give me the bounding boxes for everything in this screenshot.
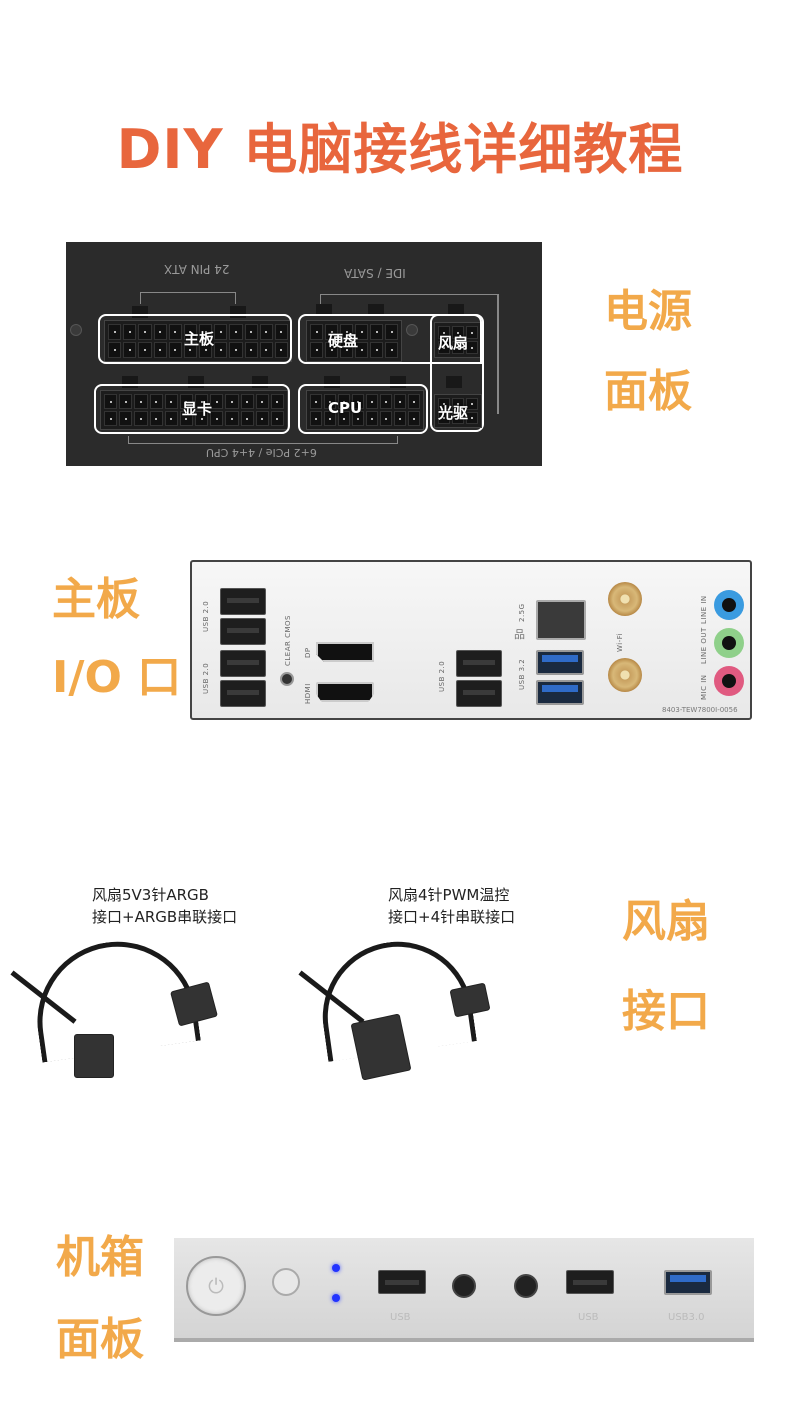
pwm-cable-image bbox=[298, 930, 520, 1081]
mainboard-group-outline bbox=[98, 314, 292, 364]
power-led bbox=[332, 1264, 340, 1272]
argb-caption-line1: 风扇5V3针ARGB bbox=[92, 886, 209, 904]
mainboard-label: 主板 bbox=[184, 330, 215, 348]
serial-number: 8403-TEW7800I-0056 bbox=[662, 706, 738, 714]
psu-panel-image: 24 PIN ATX IDE / SATA 主板 风扇 硬盘 显卡 bbox=[66, 242, 542, 466]
atx-bracket bbox=[140, 292, 236, 304]
hdmi-port bbox=[316, 682, 374, 702]
io-side-label-2: I/O 口 bbox=[52, 652, 182, 703]
case-side-label-1: 机箱 bbox=[56, 1232, 144, 1283]
psu-side-label-1: 电源 bbox=[604, 286, 692, 337]
usb2-port bbox=[220, 650, 266, 677]
hdmi-label: HDMI bbox=[304, 683, 312, 704]
case-usb-label: USB bbox=[578, 1312, 599, 1323]
odd-label: 光驱 bbox=[438, 404, 469, 422]
line-in-jack bbox=[714, 590, 744, 620]
line-out-jack bbox=[714, 628, 744, 658]
page-title: DIY 电脑接线详细教程 bbox=[116, 118, 684, 181]
wifi-label: Wi-Fi bbox=[616, 632, 624, 652]
fan-odd-group-outline bbox=[430, 314, 484, 432]
usb2-port bbox=[220, 680, 266, 707]
wifi-antenna-connector bbox=[608, 582, 642, 616]
clear-cmos-label: CLEAR CMOS bbox=[284, 615, 292, 666]
usb2-top-label: USB 2.0 bbox=[202, 600, 210, 632]
wifi-antenna-connector bbox=[608, 658, 642, 692]
displayport-port bbox=[316, 642, 374, 662]
case-usb3-port bbox=[664, 1270, 712, 1295]
ide-bracket-side bbox=[497, 294, 499, 414]
fan-side-label-1: 风扇 bbox=[622, 896, 710, 947]
screw-icon bbox=[406, 324, 418, 336]
ide-sata-label: IDE / SATA bbox=[344, 266, 406, 280]
usb2-port bbox=[456, 680, 502, 707]
argb-caption-line2: 接口+ARGB串联接口 bbox=[92, 908, 238, 926]
pcie-cpu-label: 6+2 PCIe / 4+4 CPU bbox=[206, 446, 317, 459]
usb2-bottom-label: USB 2.0 bbox=[202, 662, 210, 694]
mic-jack bbox=[514, 1274, 538, 1298]
case-usb30-label: USB3.0 bbox=[668, 1312, 705, 1323]
cpu-label: CPU bbox=[328, 399, 363, 417]
power-icon: ⏻ bbox=[208, 1274, 224, 1298]
ide-bracket bbox=[320, 294, 498, 306]
psu-side-label-2: 面板 bbox=[604, 366, 692, 417]
ethernet-port bbox=[536, 600, 586, 640]
mic-in-jack bbox=[714, 666, 744, 696]
hdd-label: 硬盘 bbox=[328, 332, 359, 350]
io-panel-image: USB 2.0 USB 2.0 CLEAR CMOS DP HDMI USB 2… bbox=[190, 560, 752, 720]
fan-label: 风扇 bbox=[438, 334, 469, 352]
fan-side-label-2: 接口 bbox=[622, 986, 710, 1037]
pcie-cpu-bracket bbox=[128, 436, 398, 444]
usb3-port bbox=[536, 680, 584, 705]
hdd-led bbox=[332, 1294, 340, 1302]
cpu-group-outline bbox=[298, 384, 428, 434]
lan-label: 2.5G bbox=[518, 603, 526, 622]
usb32-label: USB 3.2 bbox=[518, 658, 526, 690]
gpu-group-outline bbox=[94, 384, 290, 434]
argb-female-connector bbox=[74, 1034, 114, 1078]
case-front-panel-image: ⏻ USB USB USB3.0 bbox=[174, 1238, 754, 1342]
usb2-port bbox=[220, 588, 266, 615]
line-out-label: LINE OUT bbox=[700, 627, 708, 664]
clear-cmos-button bbox=[280, 672, 294, 686]
reset-button bbox=[272, 1268, 300, 1296]
atx-label: 24 PIN ATX bbox=[164, 262, 230, 276]
case-usb-port bbox=[378, 1270, 426, 1294]
network-icon: 品 bbox=[514, 628, 525, 641]
pwm-male-connector bbox=[449, 982, 491, 1018]
usb2-port bbox=[456, 650, 502, 677]
hdd-group-outline bbox=[298, 314, 482, 364]
pwm-caption-line2: 接口+4针串联接口 bbox=[388, 908, 516, 926]
case-usb-label: USB bbox=[390, 1312, 411, 1323]
power-button: ⏻ bbox=[186, 1256, 246, 1316]
headphone-jack bbox=[452, 1274, 476, 1298]
pwm-caption-line1: 风扇4针PWM温控 bbox=[388, 886, 510, 904]
dp-label: DP bbox=[304, 647, 312, 658]
usb2-port bbox=[220, 618, 266, 645]
gpu-label: 显卡 bbox=[182, 400, 213, 418]
case-side-label-2: 面板 bbox=[56, 1314, 144, 1365]
mic-in-label: MIC IN bbox=[700, 674, 708, 700]
line-in-label: LINE IN bbox=[700, 595, 708, 624]
case-usb-port bbox=[566, 1270, 614, 1294]
usb2-mid-label: USB 2.0 bbox=[438, 660, 446, 692]
screw-icon bbox=[70, 324, 82, 336]
io-side-label-1: 主板 bbox=[52, 574, 140, 625]
argb-cable-image bbox=[10, 930, 232, 1080]
usb3-port bbox=[536, 650, 584, 675]
